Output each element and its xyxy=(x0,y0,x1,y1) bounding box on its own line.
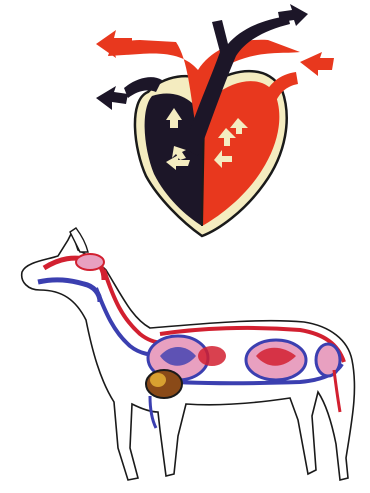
brain-capillaries xyxy=(76,254,104,270)
dog-diagram xyxy=(22,228,355,480)
arrow-icon xyxy=(96,86,128,110)
arrow-icon xyxy=(300,52,334,76)
organ-capillaries xyxy=(316,344,340,376)
lung-capillaries xyxy=(198,346,226,366)
dog-heart-chamber xyxy=(150,373,166,387)
heart-diagram xyxy=(96,4,334,236)
